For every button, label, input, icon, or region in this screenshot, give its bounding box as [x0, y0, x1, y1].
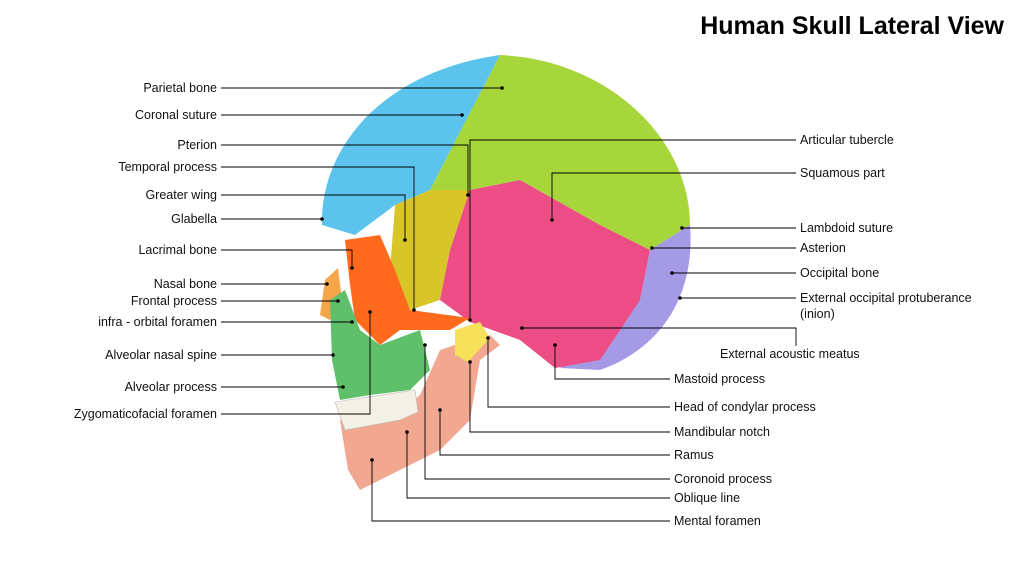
leader-pterion — [221, 144, 469, 195]
leader-head-of-condylar-process — [487, 338, 670, 408]
occipital-bone-region — [560, 225, 691, 370]
leader-articular-tubercle — [469, 139, 796, 320]
label-glabella: Glabella — [171, 212, 217, 226]
leader-external-acoustic-meatus — [522, 327, 797, 346]
leader-greater-wing — [221, 194, 406, 240]
label-temporal-process: Temporal process — [118, 160, 217, 174]
dot-glabella — [320, 217, 324, 221]
label-zygomaticofacial-foramen: Zygomaticofacial foramen — [73, 407, 217, 421]
leader-temporal-process — [221, 166, 415, 310]
label-nasal-bone: Nasal bone — [153, 277, 217, 291]
leader-mandibular-notch — [469, 362, 670, 433]
mandible-region — [340, 335, 500, 490]
leader-mental-foramen — [371, 460, 670, 522]
dot-mental-foramen — [370, 458, 374, 462]
label-lacrimal-bone: Lacrimal bone — [138, 243, 217, 257]
condyle-region — [455, 322, 490, 362]
dot-greater-wing — [403, 238, 407, 242]
dot-oblique-line — [405, 430, 409, 434]
dot-squamous-part — [550, 218, 554, 222]
leader-zygomaticofacial-foramen — [221, 312, 371, 415]
label-alveolar-nasal-spine: Alveolar nasal spine — [105, 348, 217, 362]
label-asterion: Asterion — [800, 241, 846, 255]
leader-mastoid-process — [554, 345, 670, 380]
label-lambdoid-suture: Lambdoid suture — [800, 221, 894, 235]
dot-external-acoustic-meatus — [520, 326, 524, 330]
green-cranial-region — [430, 55, 690, 250]
label-external-acoustic-meatus: External acoustic meatus — [720, 347, 860, 361]
temporal-bone-region — [440, 180, 650, 368]
label-infra-orbital-foramen: infra - orbital foramen — [98, 315, 217, 329]
dot-mastoid-process — [553, 343, 557, 347]
dot-external-occipital-protuberance-inion — [678, 296, 682, 300]
dot-frontal-process — [336, 299, 340, 303]
leader-squamous-part — [551, 172, 796, 220]
dot-alveolar-nasal-spine — [331, 353, 335, 357]
teeth-region — [334, 389, 419, 431]
dot-lacrimal-bone — [350, 266, 354, 270]
dot-temporal-process — [412, 308, 416, 312]
label-articular-tubercle: Articular tubercle — [800, 133, 894, 147]
dot-infra-orbital-foramen — [350, 320, 354, 324]
dot-asterion — [650, 246, 654, 250]
label-mastoid-process: Mastoid process — [674, 372, 766, 386]
label-occipital-bone: Occipital bone — [800, 266, 880, 280]
dot-head-of-condylar-process — [486, 336, 490, 340]
label-mandibular-notch: Mandibular notch — [674, 425, 770, 439]
zygomatic-region — [345, 235, 470, 345]
dot-parietal-bone — [500, 86, 504, 90]
dot-coronal-suture — [460, 113, 464, 117]
label-frontal-process: Frontal process — [130, 294, 217, 308]
leader-oblique-line — [406, 432, 670, 499]
label-squamous-part: Squamous part — [800, 166, 885, 180]
leader-lacrimal-bone — [221, 249, 353, 268]
dot-nasal-bone — [325, 282, 329, 286]
label-head-of-condylar-process: Head of condylar process — [674, 400, 816, 414]
label-parietal-bone: Parietal bone — [143, 81, 217, 95]
label-greater-wing: Greater wing — [145, 188, 217, 202]
dot-lambdoid-suture — [680, 226, 684, 230]
dot-occipital-bone — [670, 271, 674, 275]
label-external-occipital-protuberance-inion: External occipital protuberance (inion) — [800, 291, 972, 321]
label-oblique-line: Oblique line — [674, 491, 741, 505]
dot-coronoid-process — [423, 343, 427, 347]
greater-wing-region — [390, 190, 470, 310]
leader-coronoid-process — [424, 345, 670, 480]
dot-pterion — [466, 193, 470, 197]
label-alveolar-process: Alveolar process — [124, 380, 217, 394]
label-mental-foramen: Mental foramen — [674, 514, 761, 528]
diagram-title: Human Skull Lateral View — [700, 12, 1004, 40]
dot-alveolar-process — [341, 385, 345, 389]
label-coronal-suture: Coronal suture — [135, 108, 217, 122]
dot-articular-tubercle — [468, 318, 472, 322]
dot-ramus — [438, 408, 442, 412]
dot-zygomaticofacial-foramen — [368, 310, 372, 314]
label-pterion: Pterion — [177, 138, 217, 152]
maxilla-region — [330, 290, 430, 400]
dot-mandibular-notch — [468, 360, 472, 364]
leader-ramus — [439, 410, 670, 456]
label-ramus: Ramus — [674, 448, 714, 462]
label-coronoid-process: Coronoid process — [674, 472, 772, 486]
